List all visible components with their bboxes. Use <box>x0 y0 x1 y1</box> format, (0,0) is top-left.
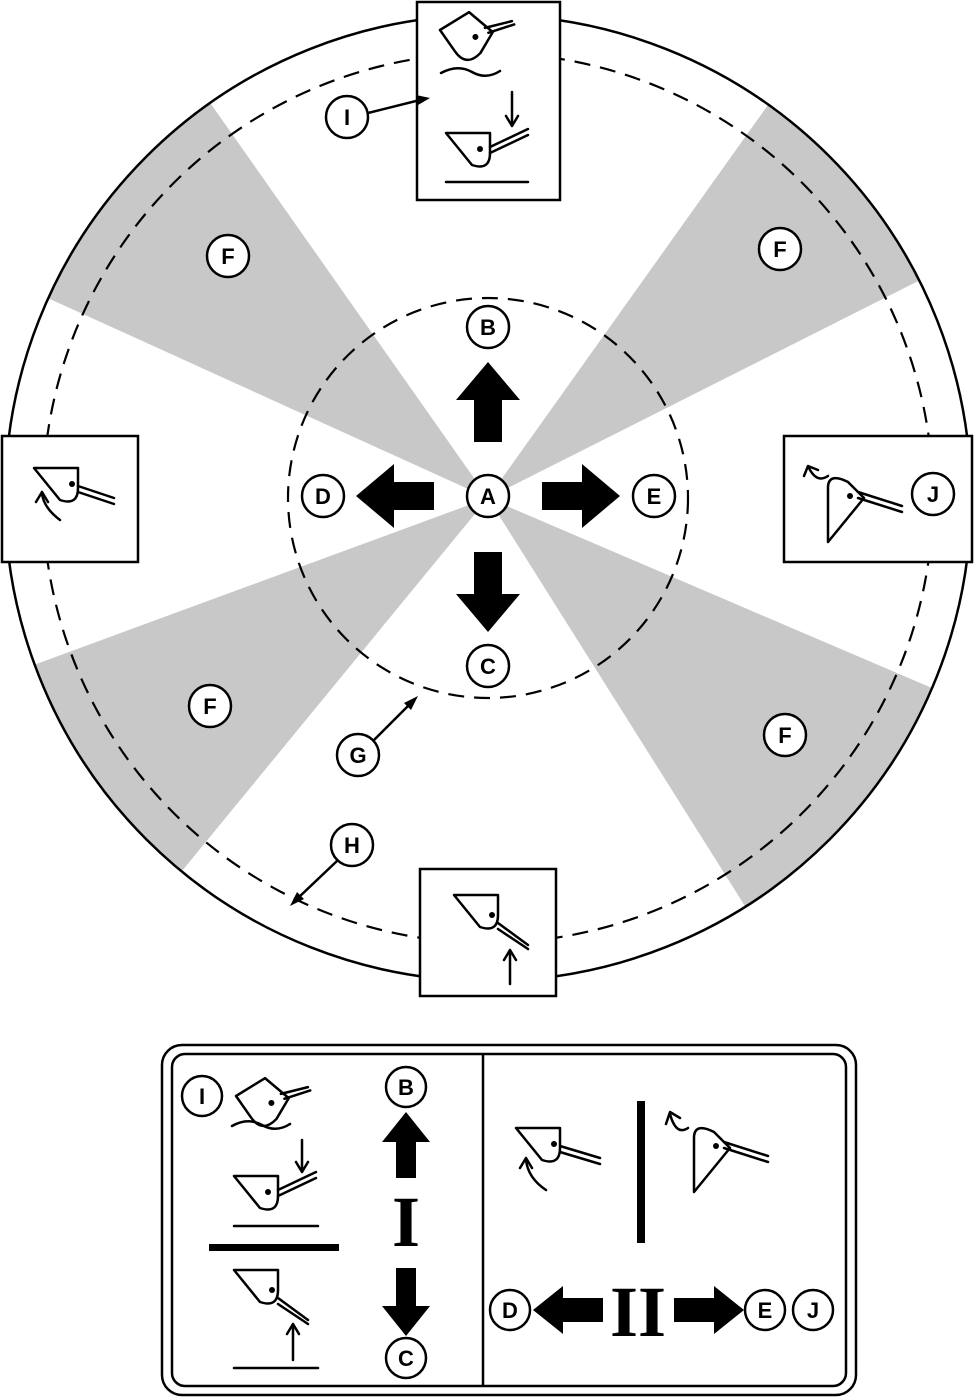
legend-panel: I B I C <box>160 1043 858 1397</box>
ground-wave-icon <box>439 67 502 77</box>
svg-text:B: B <box>398 1075 414 1100</box>
legend-label-b: B <box>384 1065 428 1109</box>
leader-line-h <box>296 859 339 900</box>
arrow-up-small-icon <box>502 948 518 986</box>
legend-label-e: E <box>743 1288 787 1332</box>
arrow-down-icon <box>382 1268 430 1336</box>
central-direction-arrows <box>356 362 620 632</box>
dump-arrow-icon <box>802 464 830 480</box>
bucket-box-top <box>415 0 562 202</box>
bucket-box-bottom <box>418 867 558 998</box>
bucket-box-left <box>0 434 140 564</box>
arrowhead-h <box>290 892 304 906</box>
label-f-lower-left: F <box>187 683 233 729</box>
arrowhead-g <box>404 696 418 710</box>
bucket-raise-icon <box>232 1268 310 1326</box>
svg-text:B: B <box>480 315 496 340</box>
shaded-zone-lower-right <box>488 498 960 930</box>
svg-text:C: C <box>398 1346 414 1371</box>
arrow-up-icon <box>382 1112 430 1178</box>
svg-text:D: D <box>315 484 331 509</box>
label-f-upper-right: F <box>757 226 803 272</box>
legend-separator-bar <box>209 1244 339 1251</box>
label-j: J <box>910 471 956 517</box>
inner-dashed-circle <box>286 296 690 700</box>
svg-text:I: I <box>344 105 350 130</box>
svg-text:I: I <box>199 1084 205 1109</box>
svg-text:G: G <box>349 743 366 768</box>
arrow-right-icon <box>674 1286 744 1334</box>
arrow-down-small-icon <box>504 90 520 128</box>
label-h: H <box>290 822 375 906</box>
bucket-curl-icon <box>32 466 116 506</box>
arrow-right-icon <box>542 464 620 528</box>
label-c: C <box>465 643 511 689</box>
arrowhead-i <box>416 95 430 105</box>
legend-outer-border <box>160 1043 858 1397</box>
bucket-curl-icon <box>514 1126 602 1166</box>
svg-text:J: J <box>807 1298 819 1323</box>
label-g: G <box>335 696 418 778</box>
svg-text:F: F <box>773 237 786 262</box>
shaded-zone-upper-left <box>30 60 488 498</box>
arrow-down-small-icon <box>294 1138 310 1174</box>
svg-text:E: E <box>758 1298 773 1323</box>
label-d: D <box>300 473 346 519</box>
legend-label-d: D <box>488 1288 532 1332</box>
arrow-down-icon <box>456 552 520 632</box>
shaded-zone-lower-left <box>20 498 488 910</box>
ground-wave-icon <box>230 1120 292 1130</box>
bucket-dump-icon <box>826 476 904 544</box>
label-i: I <box>324 94 430 140</box>
label-e: E <box>631 473 677 519</box>
legend-inner-border <box>170 1052 848 1388</box>
svg-text:F: F <box>778 723 791 748</box>
curl-arrow-icon <box>34 490 62 522</box>
roman-numeral-one: I <box>392 1182 420 1262</box>
svg-text:F: F <box>203 694 216 719</box>
legend-label-c: C <box>384 1336 428 1380</box>
label-a: A <box>465 473 511 519</box>
svg-text:D: D <box>502 1298 518 1323</box>
leader-line-i <box>366 98 422 115</box>
dump-arrow-icon <box>664 1110 690 1132</box>
roman-numeral-two: II <box>610 1272 666 1352</box>
label-b: B <box>465 304 511 350</box>
leader-line-g <box>372 702 412 742</box>
arrow-left-icon <box>533 1286 603 1334</box>
label-f-upper-left: F <box>205 233 251 279</box>
curl-arrow-icon <box>518 1156 548 1192</box>
bucket-curl-icon <box>232 1170 318 1211</box>
svg-text:E: E <box>647 484 662 509</box>
arrow-up-small-icon <box>285 1322 301 1362</box>
label-f-lower-right: F <box>762 712 808 758</box>
bucket-dump-icon <box>692 1126 770 1194</box>
legend-label-i: I <box>180 1074 224 1118</box>
svg-text:J: J <box>927 482 939 507</box>
svg-text:F: F <box>221 244 234 269</box>
bucket-raise-icon <box>452 893 530 951</box>
bucket-curl-icon <box>444 127 530 168</box>
arrow-left-icon <box>356 464 434 528</box>
svg-text:A: A <box>480 484 496 509</box>
svg-text:H: H <box>344 833 360 858</box>
svg-text:C: C <box>480 654 496 679</box>
arrow-up-icon <box>456 362 520 442</box>
legend-vertical-bar <box>637 1101 645 1243</box>
legend-label-j: J <box>791 1288 835 1332</box>
